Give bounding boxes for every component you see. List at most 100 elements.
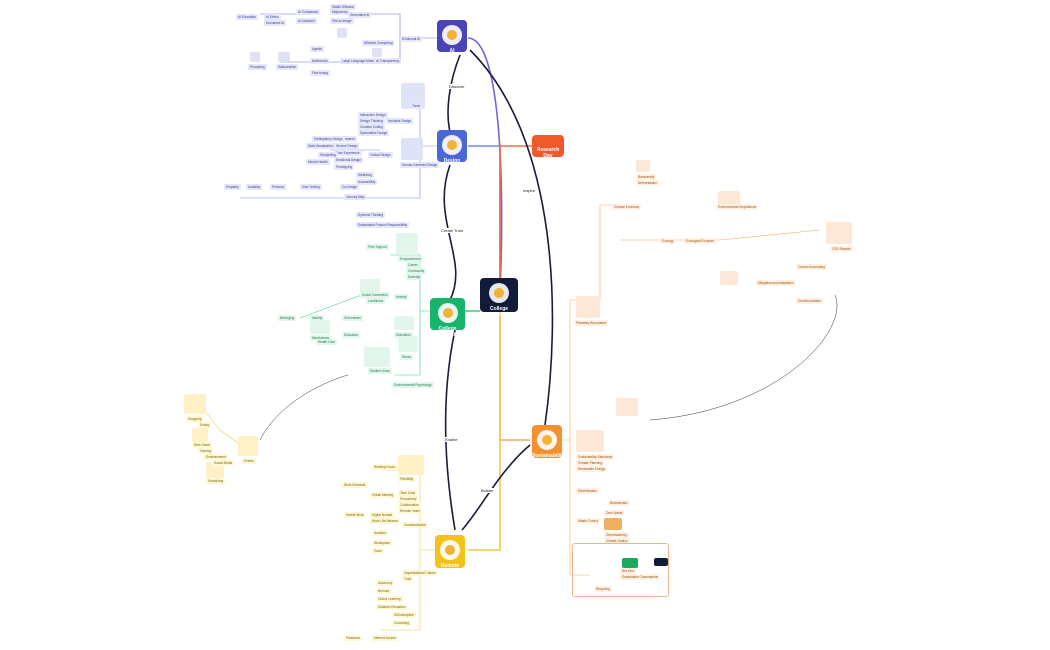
ai-node[interactable]: AI Ethics [264,14,281,20]
ai-node[interactable]: Large Language Model [340,58,377,64]
design-node[interactable]: Emotional Design [334,157,363,163]
remote-node[interactable]: Online Learning [376,596,403,602]
college-node[interactable]: Identity [310,315,325,321]
design-node[interactable]: User Experience [334,150,362,156]
sustain-node[interactable]: Climate Planning [576,460,605,466]
sustain-node[interactable]: Decarbonization [796,298,824,304]
remote-node[interactable]: Work-Life Balance [370,518,400,524]
ai-node[interactable]: Midjourney [330,9,350,15]
design-node[interactable]: Mental Health [306,159,330,165]
remote-node[interactable]: Isolation [372,530,388,536]
ai-node[interactable]: Stable Diffusion [330,4,357,10]
remote-node[interactable]: Communication [402,522,429,528]
hub-college-students[interactable]: College Students [430,298,465,338]
design-node[interactable]: UX Research [334,136,357,142]
hub-research-day[interactable]: Research Day [532,135,564,159]
hub-design[interactable]: Design [437,130,467,164]
design-node[interactable]: Creative Coding [358,124,385,130]
remote-node[interactable]: Freelance [344,635,363,641]
design-node[interactable]: Critical Design [368,152,393,158]
leisure-node[interactable]: Shopping [186,416,204,422]
ai-node[interactable]: Generative AI [348,12,372,18]
sustain-node[interactable]: Zero Waste [604,510,625,516]
remote-node[interactable]: Organizational Culture [402,570,438,576]
remote-node[interactable]: Self-discipline [392,612,416,618]
ai-node[interactable]: AI Education [236,14,259,20]
hub-ai[interactable]: AI [437,20,467,54]
sustain-node[interactable]: Biomaterials [608,500,630,506]
design-node[interactable]: Interaction Design [358,112,388,118]
ai-node[interactable]: Emotional AI [400,36,422,42]
design-node[interactable]: Journey Map [344,194,367,200]
sustain-node[interactable]: Planetary Boundaries [574,320,609,326]
remote-node[interactable]: Hybrid Work [344,512,366,518]
sustain-node[interactable]: Renewable Energy [576,466,607,472]
college-node[interactable]: Peer Support [366,244,389,250]
college-node[interactable]: Mindfulness [310,335,332,341]
college-node[interactable]: Social Connection [360,292,390,298]
ai-node[interactable]: AI Transparency [374,58,402,64]
sustain-node[interactable]: Waste Control [576,518,601,524]
ai-node[interactable]: Humanize AI [264,20,287,26]
remote-node[interactable]: Workspace [372,540,392,546]
sustain-node[interactable]: Net Zero [620,568,637,574]
ai-node[interactable]: Affective Computing [362,40,395,46]
ai-node[interactable]: Agents [310,46,324,52]
design-node[interactable]: Prototyping [334,164,355,170]
leisure-node[interactable]: Dining [198,422,212,428]
sustain-node[interactable]: Deforestation [636,180,659,186]
design-node[interactable]: Design Thinking [358,118,385,124]
remote-node[interactable]: Trust [402,576,414,582]
college-node[interactable]: Anxiety [394,294,409,300]
sustain-node[interactable]: Circular Economy [612,204,642,210]
remote-node[interactable]: Virtual Meeting [370,492,396,498]
remote-node[interactable]: Productivity [398,496,419,502]
sustain-node[interactable]: Biodiversity [636,174,657,180]
college-node[interactable]: Environmental Psychology [392,382,434,388]
sustain-node[interactable]: Electrification [576,488,599,494]
sustain-node[interactable]: Environmental Regulations [716,204,759,210]
remote-node[interactable]: Coworking [392,620,412,626]
sustain-node[interactable]: Greenwashing [604,532,629,538]
hub-sustainability[interactable]: Sustainability [532,425,565,459]
design-node[interactable]: Data Visualization [306,143,336,149]
design-node[interactable]: Co-Design [340,184,360,190]
remote-node[interactable]: Work Schedule [342,482,368,488]
college-node[interactable]: Stress [400,354,414,360]
sustain-node[interactable]: Sustainable Consumption [620,574,661,580]
ai-node[interactable]: Prompting [248,64,267,70]
college-node[interactable]: Diversity [406,274,423,280]
remote-node[interactable]: Collaboration [398,502,421,508]
design-node[interactable]: Sustainable Product Responsibility [356,222,410,228]
design-node[interactable]: Inclusive Design [386,118,414,124]
remote-node[interactable]: Internet Access [372,635,398,641]
college-node[interactable]: Health Care [316,339,338,345]
ai-node[interactable]: AI Assistant [296,18,317,24]
remote-node[interactable]: Burnout [376,588,392,594]
leisure-node[interactable]: Gaming [198,448,214,454]
sustain-node[interactable]: Carbon Accounting [796,264,827,270]
ai-node[interactable]: Fine-tuning [310,70,330,76]
leisure-node[interactable]: Entertainment [204,454,228,460]
remote-node[interactable]: Digital Nomad [370,512,395,518]
remote-node[interactable]: Tools [372,548,384,554]
sustain-node[interactable]: CSR Reports [830,246,853,252]
dark-node[interactable] [654,558,668,566]
remote-node[interactable]: Time Zone [398,490,418,496]
remote-node[interactable]: Flexibility [398,476,416,482]
design-node[interactable]: Systems Thinking [356,212,386,218]
design-node[interactable]: Human-Centered Design [400,162,440,168]
leisure-node[interactable]: Events [242,458,256,464]
ai-node[interactable]: Multimodal [310,58,330,64]
design-node[interactable]: Accessibility [356,179,378,185]
sustain-node[interactable]: Mitigation and Adaptation [756,280,796,286]
design-node[interactable]: Speculative Design [358,130,390,136]
design-node[interactable]: User Testing [300,184,322,190]
center-node[interactable]: College Student [480,278,518,318]
ai-node[interactable]: Hallucination [276,64,299,70]
sustain-node[interactable]: Ecology [660,238,676,244]
remote-node[interactable]: Distance Education [376,604,408,610]
design-node[interactable]: Storytelling [318,152,338,158]
remote-node[interactable]: Remote Team [398,508,422,514]
college-node[interactable]: Motivation [394,332,413,338]
